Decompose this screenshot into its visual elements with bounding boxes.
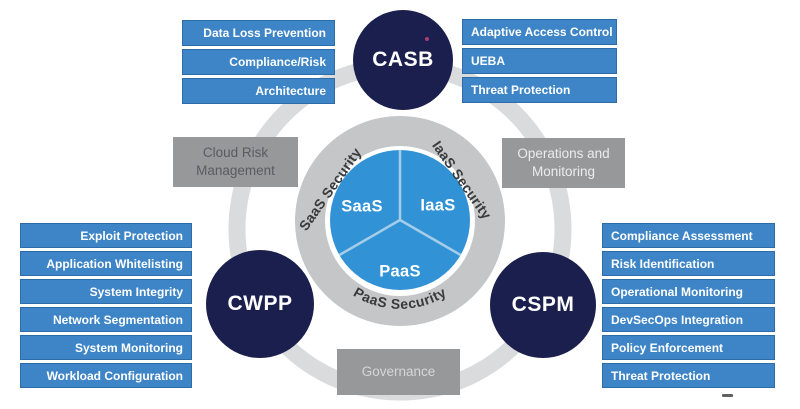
pie-segment-saas: SaaS	[341, 197, 383, 216]
list-item: Compliance Assessment	[602, 223, 775, 248]
node-casb: CASB	[353, 10, 453, 110]
cursor-dash-artifact	[722, 394, 733, 397]
list-item: Operational Monitoring	[602, 279, 775, 304]
node-cwpp: CWPP	[206, 250, 314, 358]
pie-dividers	[338, 150, 462, 257]
list-item: System Integrity	[20, 279, 192, 304]
list-item: System Monitoring	[20, 335, 192, 360]
list-item: DevSecOps Integration	[602, 307, 775, 332]
list-item: Architecture	[182, 78, 335, 104]
list-item: Risk Identification	[602, 251, 775, 276]
recording-dot-artifact	[425, 37, 429, 41]
casb-capabilities-right: Adaptive Access Control UEBA Threat Prot…	[462, 19, 617, 103]
list-item: Network Segmentation	[20, 307, 192, 332]
cspm-capabilities: Compliance Assessment Risk Identificatio…	[602, 223, 775, 388]
list-item: Compliance/Risk	[182, 49, 335, 75]
list-item: UEBA	[462, 48, 617, 74]
casb-capabilities-left: Data Loss Prevention Compliance/Risk Arc…	[182, 20, 335, 104]
list-item: Workload Configuration	[20, 363, 192, 388]
pie-segment-iaas: IaaS	[420, 196, 456, 215]
list-item: Adaptive Access Control	[462, 19, 617, 45]
security-ring	[295, 116, 505, 326]
list-item: Application Whitelisting	[20, 251, 192, 276]
list-item: Policy Enforcement	[602, 335, 775, 360]
gray-box-governance: Governance	[337, 349, 460, 395]
gray-box-cloud-risk-management: Cloud Risk Management	[173, 137, 298, 187]
gray-box-operations-and-monitoring: Operations and Monitoring	[502, 138, 625, 188]
list-item: Exploit Protection	[20, 223, 192, 248]
pie-segment-paas: PaaS	[379, 262, 421, 281]
list-item: Data Loss Prevention	[182, 20, 335, 46]
node-cspm: CSPM	[490, 252, 596, 358]
cwpp-capabilities: Exploit Protection Application Whitelist…	[20, 223, 192, 388]
list-item: Threat Protection	[462, 77, 617, 103]
list-item: Threat Protection	[602, 363, 775, 388]
